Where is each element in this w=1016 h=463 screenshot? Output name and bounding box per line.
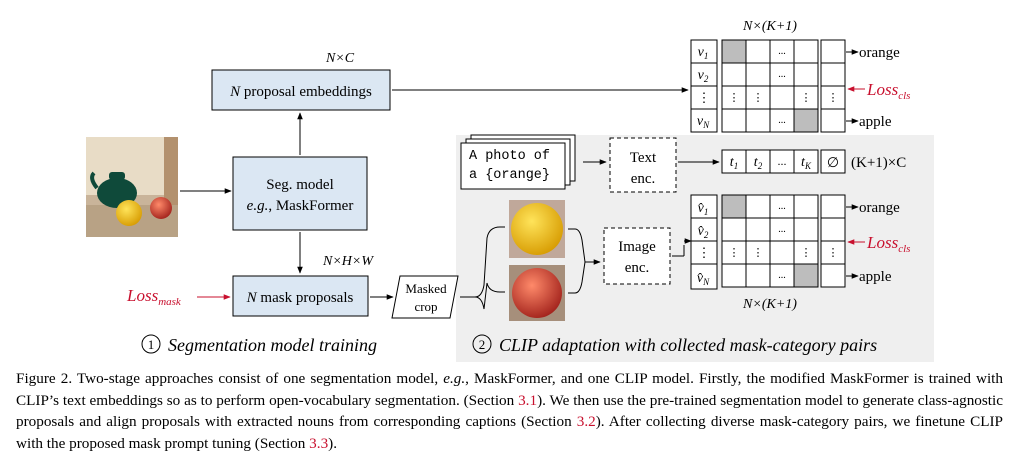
svg-text:⋮: ⋮ xyxy=(753,247,764,259)
t-dots-label: ... xyxy=(778,154,787,168)
svg-text:...: ... xyxy=(778,270,786,281)
v1-label: v1 xyxy=(698,45,709,61)
vhat-vdots: ⋮ xyxy=(698,245,711,260)
text-enc-label1: Text xyxy=(630,150,657,166)
label-apple-top: apple xyxy=(859,114,892,130)
proposal-embeddings-label: N proposal embeddings xyxy=(229,84,372,100)
svg-text:...: ... xyxy=(778,115,786,126)
image-encoder-box xyxy=(603,227,671,285)
v-vdots: ⋮ xyxy=(698,90,711,105)
seg-model-box xyxy=(232,156,368,231)
brace-icon xyxy=(474,282,505,310)
figure-diagram: Seg. model e.g., MaskFormer N proposal e… xyxy=(86,19,934,362)
seg-model-example: e.g., MaskFormer xyxy=(247,198,354,214)
image-enc-label2: enc. xyxy=(625,260,650,276)
t2-label: t2 xyxy=(754,155,763,171)
vhat2-label: v̂2 xyxy=(698,224,709,240)
bottom-score-matrix: v̂1 v̂2 ⋮ v̂N ... ... ... ⋮ ⋮ ⋮ ⋮ N×(K+1… xyxy=(690,194,846,312)
v2-label: v2 xyxy=(698,68,709,84)
figure-caption: Figure 2. Two-stage approaches consist o… xyxy=(16,370,1004,452)
svg-text:⋮: ⋮ xyxy=(729,92,740,104)
svg-text:2: 2 xyxy=(479,337,486,352)
masked-crop-label1: Masked xyxy=(405,281,447,296)
svg-text:⋮: ⋮ xyxy=(801,92,812,104)
section-ref-link[interactable]: 3.3 xyxy=(309,434,329,452)
masked-crop-label2: crop xyxy=(414,299,437,314)
label-apple-bottom: apple xyxy=(859,269,892,285)
circled-number-icon xyxy=(141,334,161,354)
svg-text:...: ... xyxy=(778,201,786,212)
top-score-matrix: N×(K+1) v1 v2 ⋮ vN ... ... ... ⋮ ⋮ ⋮ ⋮ xyxy=(690,19,846,133)
svg-text:⋮: ⋮ xyxy=(801,247,812,259)
svg-text:1: 1 xyxy=(148,337,155,352)
loss-cls-bottom: Losscls xyxy=(866,233,910,255)
stage2-label: CLIP adaptation with collected mask-cate… xyxy=(499,335,877,355)
seg-model-label: Seg. model xyxy=(266,177,334,193)
orange-crop-image xyxy=(509,200,565,258)
t1-label: t1 xyxy=(730,155,738,171)
loss-mask-label: Lossmask xyxy=(126,286,182,308)
text-prompt-line1: A photo of xyxy=(469,149,550,164)
dim-k1c: (K+1)×C xyxy=(851,155,906,171)
svg-text:⋮: ⋮ xyxy=(729,247,740,259)
svg-text:...: ... xyxy=(778,46,786,57)
image-enc-label1: Image xyxy=(618,239,656,255)
svg-text:⋮: ⋮ xyxy=(828,92,839,104)
stage1-label: Segmentation model training xyxy=(168,335,377,355)
input-photo xyxy=(86,137,178,237)
section-ref-link[interactable]: 3.2 xyxy=(576,413,596,430)
text-prompt-line2: a {orange} xyxy=(469,168,550,183)
proposal-embeddings-box xyxy=(211,69,391,111)
label-orange-bottom: orange xyxy=(859,200,900,216)
svg-text:⋮: ⋮ xyxy=(828,247,839,259)
brace-icon xyxy=(568,228,592,263)
masked-crop-box xyxy=(391,275,459,319)
text-embeddings-row: t1 t2 ... tK ∅ xyxy=(721,149,846,174)
mask-proposals-box xyxy=(232,275,369,317)
dim-nk1-bottom: N×(K+1) xyxy=(742,297,797,312)
circled-number-icon xyxy=(472,334,492,354)
loss-cls-top: Losscls xyxy=(866,80,910,102)
text-encoder-box xyxy=(609,137,677,193)
svg-text:...: ... xyxy=(778,224,786,235)
apple-crop-image xyxy=(509,265,565,321)
text-prompt-card xyxy=(460,142,566,190)
dim-nc: N×C xyxy=(325,51,355,66)
mask-proposals-label: N mask proposals xyxy=(246,290,354,306)
empty-set-icon: ∅ xyxy=(827,156,839,171)
tk-label: tK xyxy=(801,155,812,171)
svg-text:⋮: ⋮ xyxy=(753,92,764,104)
dim-nk1-top: N×(K+1) xyxy=(742,19,797,34)
vhatn-label: v̂N xyxy=(697,271,710,287)
text-enc-label2: enc. xyxy=(631,171,656,187)
dim-nhw: N×H×W xyxy=(322,254,374,269)
vhat1-label: v̂1 xyxy=(698,201,709,217)
section-ref-link[interactable]: 3.1 xyxy=(518,391,538,409)
label-orange-top: orange xyxy=(859,45,900,61)
svg-text:...: ... xyxy=(778,69,786,80)
vn-label: vN xyxy=(697,114,710,130)
brace-icon xyxy=(460,226,505,298)
